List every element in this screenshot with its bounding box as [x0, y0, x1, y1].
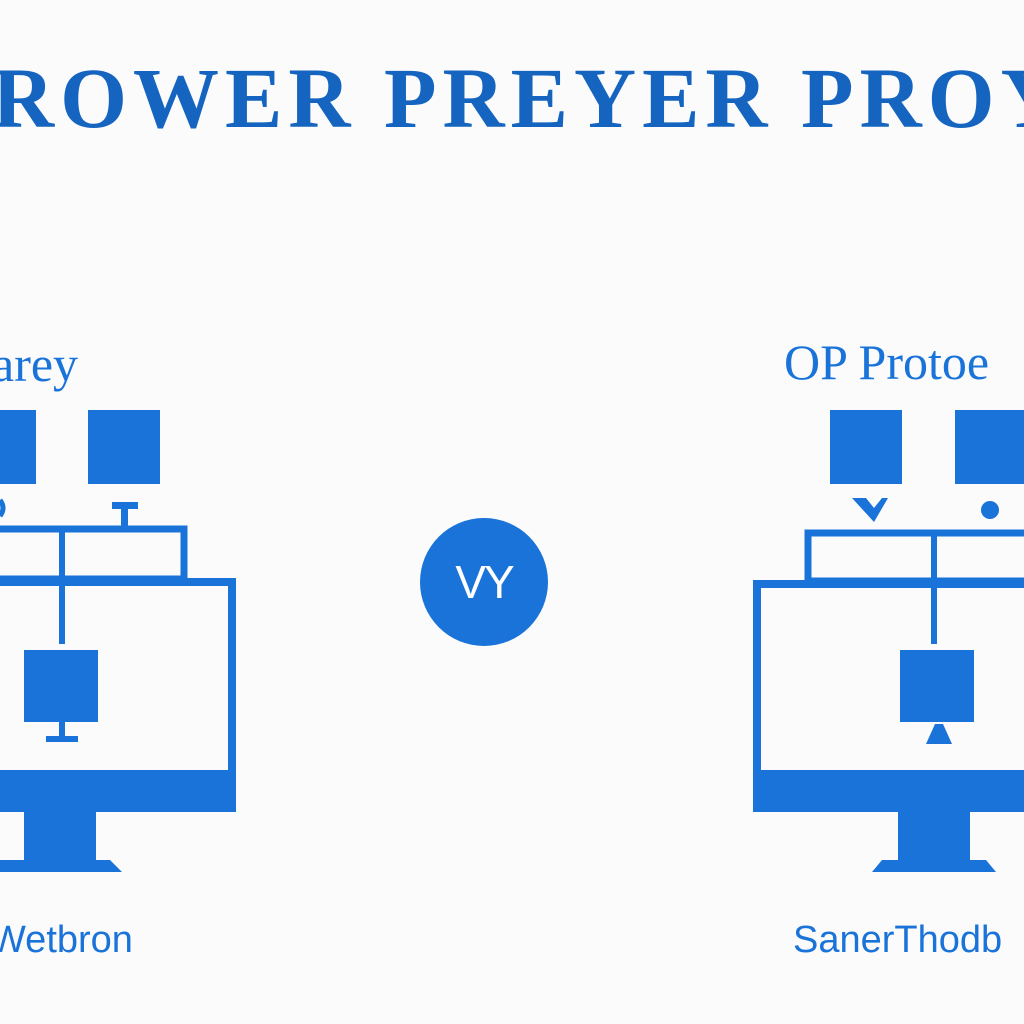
left-node-2-icon — [88, 410, 160, 484]
left-bottom-label: Wetbron — [0, 919, 133, 961]
left-inner-stand-icon — [59, 722, 65, 736]
left-monitor-stand — [24, 810, 96, 860]
left-connector-2-stem-icon — [121, 502, 128, 526]
right-inner-stand-icon — [926, 724, 952, 744]
right-bus-bar — [804, 529, 1024, 585]
center-badge: VY — [420, 518, 548, 646]
diagram-title: ROWER PREYER PROY — [0, 50, 1024, 146]
right-monitor-bezel — [757, 770, 1024, 810]
right-inner-device-icon — [900, 650, 974, 722]
left-bus-bar — [0, 525, 188, 583]
right-node-2-icon — [955, 410, 1024, 484]
right-monitor-stand — [898, 810, 970, 860]
right-connector-2-icon — [981, 501, 999, 519]
left-monitor-bezel — [0, 770, 236, 810]
right-network — [753, 410, 1024, 872]
right-connector-1-icon — [852, 498, 888, 522]
right-monitor-base — [872, 860, 996, 872]
left-node-1-icon — [0, 410, 36, 484]
left-inner-device-icon — [24, 650, 98, 722]
left-top-label: arey — [0, 336, 79, 392]
right-top-label: OP Protoe — [784, 334, 990, 390]
right-node-1-icon — [830, 410, 902, 484]
left-inner-base-icon — [46, 736, 78, 742]
left-connector-1-icon — [0, 498, 6, 518]
left-monitor-base — [0, 860, 122, 872]
center-badge-text: VY — [455, 556, 514, 608]
left-network — [0, 410, 236, 872]
right-bottom-label: SanerThodb — [793, 919, 1003, 961]
